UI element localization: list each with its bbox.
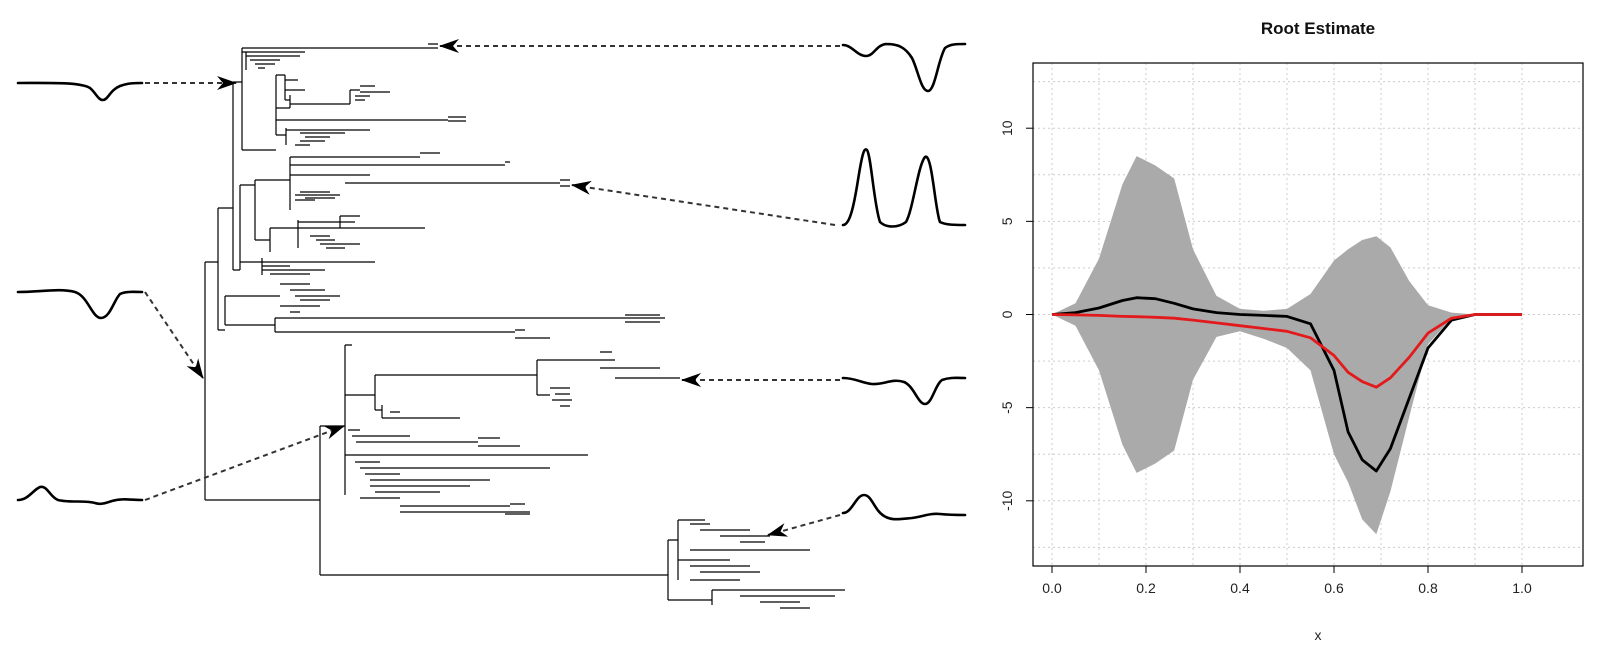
tree-root-branch bbox=[204, 261, 320, 501]
phylogeny-panel bbox=[16, 39, 967, 609]
trait-curve-tip-4 bbox=[841, 493, 967, 521]
arrow-node-to-clade bbox=[144, 291, 204, 379]
x-axis: 0.0 0.2 0.4 0.6 0.8 1.0 bbox=[1042, 566, 1532, 596]
arrow-tip-2 bbox=[571, 180, 836, 226]
y-tick-label: 10 bbox=[1000, 120, 1015, 136]
x-tick-label: 0.4 bbox=[1230, 580, 1250, 596]
x-tick-label: 1.0 bbox=[1512, 580, 1532, 596]
arrows bbox=[144, 39, 841, 537]
trait-curve-clade-a bbox=[16, 288, 144, 320]
chart-title: Root Estimate bbox=[1261, 19, 1375, 38]
trait-curve-tip-2 bbox=[841, 148, 967, 228]
y-axis: -10 -5 0 5 10 bbox=[1000, 120, 1033, 511]
x-axis-label: x bbox=[1315, 627, 1322, 643]
trait-curve-tip-1 bbox=[841, 42, 967, 93]
trait-curve-clade-b bbox=[16, 485, 144, 506]
confidence-band bbox=[1052, 156, 1522, 535]
x-tick-label: 0.0 bbox=[1042, 580, 1062, 596]
x-tick-label: 0.2 bbox=[1136, 580, 1156, 596]
black-series-line bbox=[1051, 296, 1522, 473]
y-tick-label: -5 bbox=[1000, 401, 1015, 414]
tree-upper-clade bbox=[217, 207, 233, 331]
arrow-lower-to-node bbox=[144, 425, 345, 501]
confidence-band-layer bbox=[1052, 156, 1522, 535]
y-tick-label: 5 bbox=[1000, 217, 1015, 225]
root-estimate-chart: Root Estimate 0.0 0.2 0.4 0.6 0.8 1.0 -10 -5 0 5… bbox=[1000, 19, 1584, 643]
red-series-line bbox=[1051, 313, 1522, 389]
trait-curves bbox=[16, 42, 967, 521]
tree-lower-clade bbox=[319, 425, 668, 576]
trait-curve-tip-3 bbox=[841, 376, 967, 406]
trait-curve-root bbox=[16, 81, 144, 102]
series-layer bbox=[1051, 296, 1522, 473]
phylogenetic-tree bbox=[204, 43, 845, 609]
x-tick-label: 0.8 bbox=[1418, 580, 1438, 596]
y-tick-label: 0 bbox=[1000, 310, 1015, 318]
arrow-tip-4 bbox=[767, 514, 841, 537]
y-tick-label: -10 bbox=[1000, 490, 1015, 510]
x-tick-label: 0.6 bbox=[1324, 580, 1344, 596]
